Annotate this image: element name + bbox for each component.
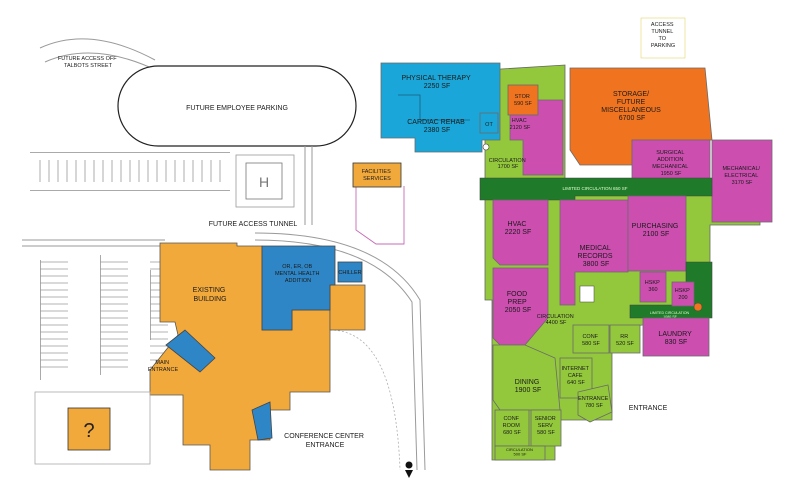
limited-circulation: [479, 177, 713, 201]
room-conf-room: [494, 409, 530, 447]
access-tunnel-label: ACCESS TUNNEL TO PARKING: [651, 22, 675, 49]
chiller-label: CHILLER: [338, 270, 361, 276]
svg-text:ENTRANCE 780 SF: ENTRANCE 780 SF: [578, 396, 610, 409]
svg-text:RR 520 SF: RR 520 SF: [616, 334, 634, 347]
room-rr: [609, 324, 641, 354]
future-parking-label: FUTURE EMPLOYEE PARKING: [186, 105, 288, 112]
svg-text:FOOD PREP 2050 SF: FOOD PREP 2050 SF: [505, 291, 531, 314]
room-conf: [572, 324, 610, 354]
svg-text:SURGICAL ADDITION: SURGICAL ADDITION MECHANICAL 1950 SF: [652, 150, 689, 177]
future-building-question: [67, 407, 111, 451]
question-mark: ?: [83, 420, 94, 442]
existing-building-label: EXISTING BUILDING: [193, 287, 228, 303]
svg-text:HSKP 200: HSKP 200: [675, 288, 691, 301]
room-physical-therapy: [380, 62, 501, 153]
cardiac-rehab-label: CARDIAC REHAB 2380 SF: [407, 119, 467, 134]
future-employee-parking: [117, 65, 357, 147]
south-parking: [34, 391, 151, 465]
site-plan: FUTURE ACCESS OFF TALBOTS STREET FUTURE …: [22, 38, 426, 478]
svg-text:LIMITED CIRCULATION 1080: LIMITED CIRCULATION 1080 SF: [650, 311, 690, 319]
room-stor: [507, 84, 539, 116]
parking-lot-west: [40, 255, 168, 380]
helipad-area: [235, 154, 295, 208]
circulation-1-label: CIRCULATION 1700 SF: [489, 158, 527, 170]
svg-text:INTERNET CAFE 640: INTERNET CAFE 640 SF: [562, 366, 591, 386]
facilities-services: [352, 162, 402, 188]
svg-text:HSKP 360: HSKP 360: [645, 280, 661, 293]
future-access-road: [39, 38, 156, 61]
conference-entrance-label: CONFERENCE CENTER ENTRANCE: [284, 433, 366, 449]
parking-lot-north: [30, 152, 230, 191]
room-hvac-2: [492, 199, 549, 266]
svg-text:STORAGE/ FUTURE MI: STORAGE/ FUTURE MISCELLANEOUS 6700 SF: [601, 91, 662, 122]
main-entrance-label: MAIN ENTRANCE: [148, 360, 179, 373]
svg-text:LIMITED CIRCULATION 650 SF: LIMITED CIRCULATION 650 SF: [563, 186, 628, 191]
room-hskp-200: [671, 281, 695, 307]
svg-text:HVAC 2120 SF: HVAC 2120 SF: [510, 118, 531, 131]
svg-text:CIRCULATION 4400 SF: CIRCULATION 4400 SF: [537, 314, 575, 326]
svg-text:PURCHASING 2100 SF: PURCHASING 2100 SF: [632, 223, 681, 238]
room-hskp-360: [639, 271, 667, 303]
svg-text:DINING 1900 SF: DINING 1900 SF: [515, 379, 541, 394]
svg-text:CONF 580 SF: CONF 580 SF: [582, 334, 600, 347]
svg-text:CIRCULATION 500 SF: CIRCULATION 500 SF: [506, 447, 534, 457]
main-entrance-wing: [165, 329, 216, 373]
room-purchasing: [627, 195, 687, 272]
facilities-label: FACILITIES SERVICES: [362, 169, 393, 182]
svg-text:LAUNDRY 830 SF: LAUNDRY 830 SF: [658, 331, 693, 346]
chiller: [337, 261, 363, 283]
room-laundry: [642, 317, 710, 357]
svg-text:CONF ROOM 680 SF: CONF ROOM 680 SF: [503, 416, 522, 436]
svg-text:SENIOR SERV 580 SF: SENIOR SERV 580 SF: [535, 416, 558, 436]
helipad-icon: H: [259, 174, 269, 190]
svg-text:MECHANICAL/ ELECTRICAL: MECHANICAL/ ELECTRICAL 3170 SF: [722, 166, 761, 186]
physical-therapy-label: PHYSICAL THERAPY 2250 SF: [401, 75, 472, 90]
room-hvac-1: [509, 99, 564, 176]
room-senior-serv: [530, 409, 562, 447]
svg-text:HVAC 2220 SF: HVAC 2220 SF: [505, 221, 531, 236]
svg-text:STOR 590 SF: STOR 590 SF: [514, 94, 532, 107]
room-ot: [479, 112, 499, 134]
svg-text:OT: OT: [485, 122, 493, 128]
or-er-ob-addition: [261, 245, 336, 331]
future-tunnel-label: FUTURE ACCESS TUNNEL: [209, 221, 298, 228]
future-access-label: FUTURE ACCESS OFF TALBOTS STREET: [58, 56, 118, 69]
room-mechanical-electrical: [711, 139, 773, 223]
north-arrow-icon: [405, 461, 413, 478]
floor-plan: ACCESS TUNNEL TO PARKING OT PHYSICAL THE…: [380, 17, 773, 461]
conference-entrance-wing: [251, 401, 273, 441]
entrance-label: ENTRANCE: [629, 405, 668, 412]
or-addition-label: OR, ER, OB MENTAL HEALTH ADDITION: [275, 264, 321, 284]
room-entrance: [577, 384, 613, 423]
svg-text:MEDICAL RECORDS 38: MEDICAL RECORDS 3800 SF: [578, 245, 615, 268]
